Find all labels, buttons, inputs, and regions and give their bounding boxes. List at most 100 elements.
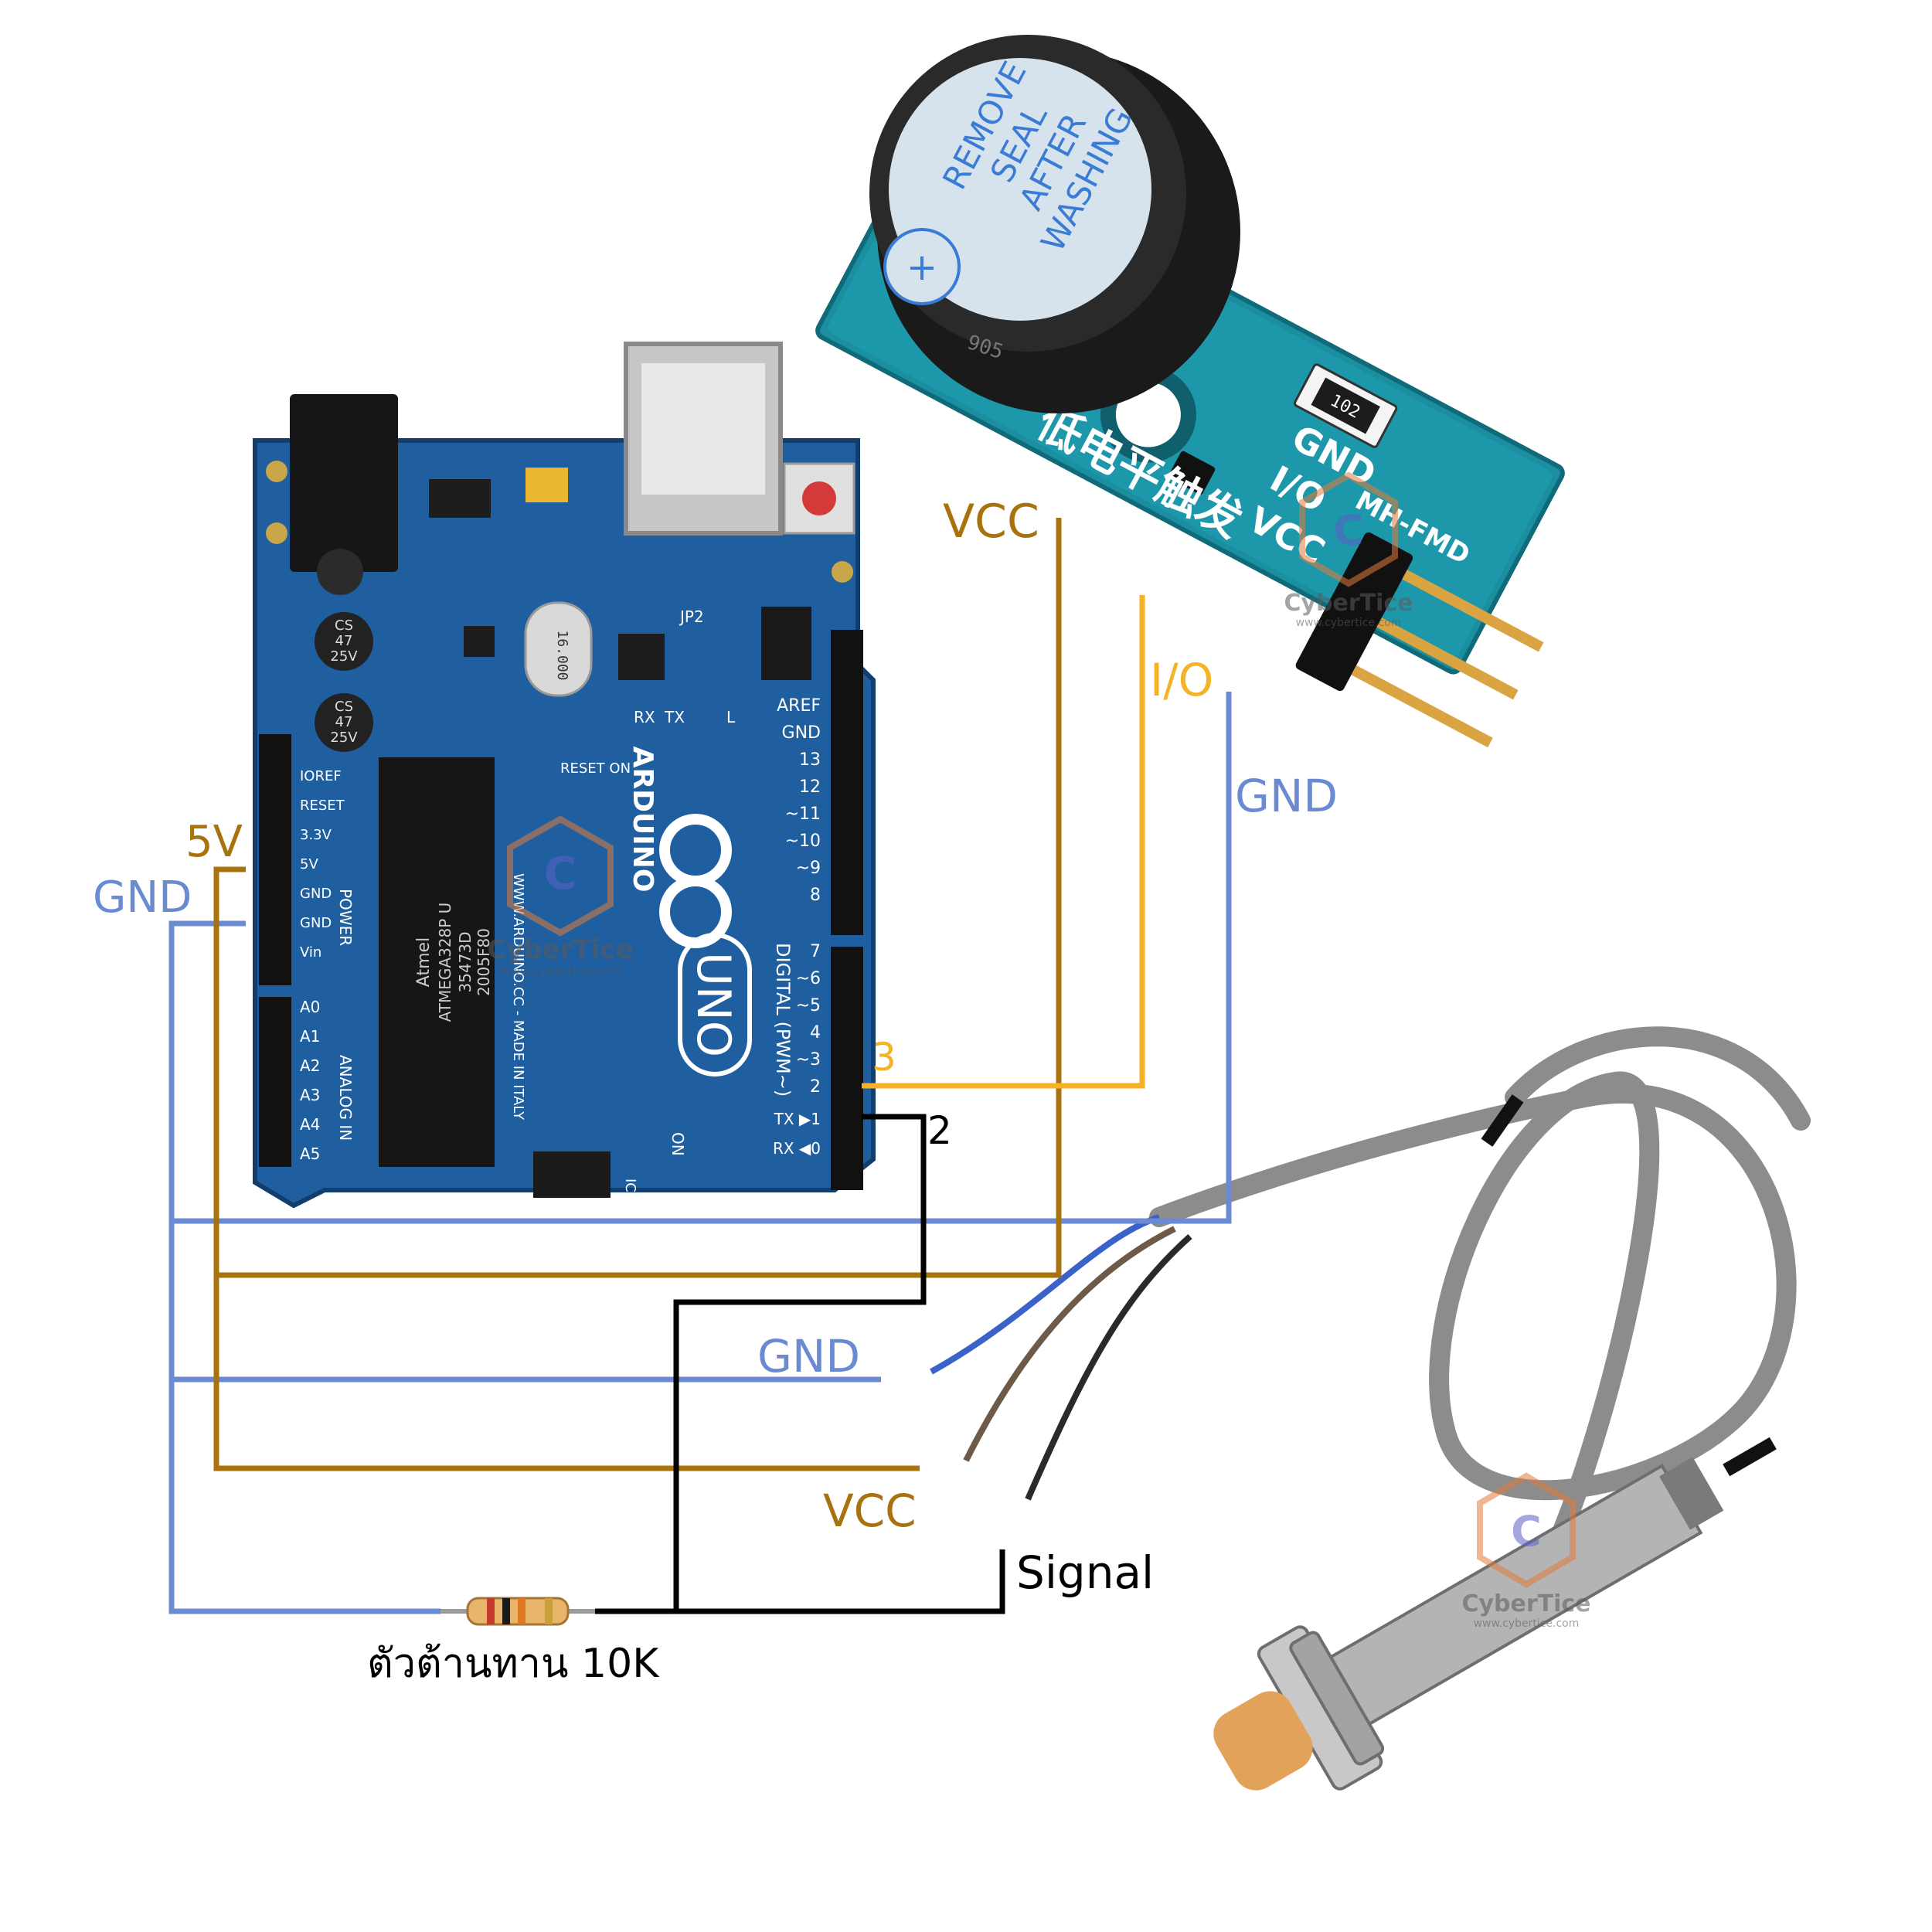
wire-signal-pin2 bbox=[673, 1114, 927, 1611]
voltage-regulator bbox=[429, 479, 491, 518]
svg-text:GND: GND bbox=[782, 723, 821, 743]
buzzer-transistor bbox=[1168, 451, 1216, 495]
buzzer-io-label: I/O bbox=[1150, 654, 1213, 706]
wire-5v-arduino bbox=[213, 866, 920, 1471]
wire-gnd-arduino bbox=[168, 920, 440, 1614]
sensor-barrel bbox=[1213, 1457, 1724, 1791]
sensor-cable bbox=[1149, 1071, 1797, 1579]
dc-jack bbox=[290, 394, 398, 572]
svg-text:~10: ~10 bbox=[785, 832, 821, 851]
power-pin-labels: IOREF RESET 3.3V 5V GND GND Vin bbox=[300, 768, 345, 961]
arduino-logo: ARDUINO bbox=[627, 747, 658, 893]
cable-tie-1 bbox=[1481, 1094, 1524, 1147]
svg-text:~11: ~11 bbox=[785, 804, 821, 824]
svg-text:UNO: UNO bbox=[686, 952, 740, 1057]
pin2-label: 2 bbox=[927, 1108, 952, 1153]
svg-text:~5: ~5 bbox=[796, 996, 821, 1015]
svg-text:A3: A3 bbox=[300, 1086, 320, 1104]
svg-text:+: + bbox=[906, 246, 937, 289]
analog-header bbox=[259, 997, 291, 1167]
jp2-label: JP2 bbox=[679, 607, 704, 626]
sensor-nut-2 bbox=[1289, 1631, 1385, 1766]
sensor-vcc-label: VCC bbox=[823, 1485, 917, 1537]
reset-on-label: RESET ON bbox=[560, 760, 631, 777]
svg-text:GND: GND bbox=[300, 915, 332, 931]
svg-text:CS: CS bbox=[335, 699, 353, 715]
svg-text:CS: CS bbox=[335, 617, 353, 634]
watermark-logo-2: C CyberTice www.cybertice.com bbox=[1284, 471, 1413, 629]
wire-gnd-buzzer bbox=[172, 692, 1232, 1224]
on-led-label: ON bbox=[668, 1132, 687, 1156]
sensor-face bbox=[1213, 1691, 1313, 1791]
arduino-brand: ARDUINO bbox=[627, 747, 658, 893]
svg-text:RESET: RESET bbox=[300, 798, 345, 814]
svg-text:7: 7 bbox=[810, 942, 821, 961]
arduino-board: CS 47 25V CS 47 25V 16.000 JP2 ICSP RX T… bbox=[253, 342, 876, 1209]
cable-tie-2 bbox=[1723, 1437, 1777, 1477]
svg-text:www.cybertice.com: www.cybertice.com bbox=[1296, 617, 1402, 629]
buzzer-can: + REMOVE SEAL AFTER WASHING 905 bbox=[869, 35, 1240, 413]
svg-text:www.cybertice.com: www.cybertice.com bbox=[1474, 1617, 1580, 1630]
svg-text:4: 4 bbox=[810, 1023, 821, 1043]
power-header bbox=[259, 734, 291, 985]
digital-header-bottom bbox=[831, 947, 863, 1190]
pin3-label: 3 bbox=[872, 1035, 896, 1080]
icsp-label: ICSP bbox=[622, 1179, 638, 1209]
proximity-sensor bbox=[930, 1026, 1811, 1791]
svg-text:25V: 25V bbox=[330, 730, 358, 746]
svg-text:13: 13 bbox=[799, 750, 821, 770]
svg-text:~9: ~9 bbox=[796, 859, 821, 878]
digital-pin-labels-top: AREF GND 13 12 ~11 ~10 ~9 8 bbox=[777, 696, 821, 905]
buzzer-pin-vcc bbox=[1351, 665, 1493, 748]
buzzer-pin-io bbox=[1376, 617, 1519, 700]
rx-label: RX bbox=[634, 708, 655, 726]
svg-text:Vin: Vin bbox=[300, 944, 321, 961]
crystal bbox=[524, 601, 593, 697]
icsp1-header bbox=[761, 607, 811, 680]
svg-text:C: C bbox=[1333, 506, 1364, 555]
svg-text:A2: A2 bbox=[300, 1056, 320, 1075]
digital-header-top bbox=[831, 630, 863, 935]
wire-io-buzzer bbox=[862, 595, 1145, 1089]
uno-logo: UNO bbox=[678, 933, 752, 1077]
svg-text:C: C bbox=[1511, 1507, 1542, 1556]
watermark-logo-3: C CyberTice www.cybertice.com bbox=[1461, 1472, 1591, 1630]
svg-text:CyberTice: CyberTice bbox=[1461, 1590, 1590, 1617]
svg-text:16.000: 16.000 bbox=[554, 630, 570, 680]
arduino-gnd-label: GND bbox=[93, 872, 192, 923]
chip-line2: 35473D bbox=[456, 931, 474, 992]
digital-label: DIGITAL (PWM~) bbox=[772, 943, 794, 1097]
capacitor-2: CS 47 25V bbox=[315, 693, 373, 752]
capacitor-1: CS 47 25V bbox=[315, 612, 373, 671]
chip-line3: 2005F80 bbox=[474, 928, 493, 996]
arduino-5v-label: 5V bbox=[185, 817, 243, 867]
analog-pin-labels: A0 A1 A2 A3 A4 A5 bbox=[300, 998, 320, 1163]
sensor-signal-label: Signal bbox=[1016, 1546, 1154, 1599]
svg-text:2: 2 bbox=[810, 1077, 821, 1097]
usb-chip bbox=[618, 634, 665, 680]
chip-line1: ATMEGA328P U bbox=[436, 903, 454, 1022]
sensor-wire-brown bbox=[963, 1226, 1176, 1462]
svg-text:IOREF: IOREF bbox=[300, 768, 342, 784]
svg-text:47: 47 bbox=[335, 633, 353, 649]
analog-in-label: ANALOG IN bbox=[336, 1055, 355, 1141]
svg-text:C: C bbox=[544, 847, 577, 900]
resistor-label: ตัวต้านทาน 10K bbox=[367, 1641, 660, 1687]
svg-text:25V: 25V bbox=[330, 648, 358, 665]
digital-pin-labels-bottom: 7 ~6 ~5 4 ~3 2 TX ▶1 RX ◀0 bbox=[773, 942, 821, 1158]
sensor-wire-blue bbox=[930, 1214, 1161, 1375]
sensor-wire-black bbox=[1025, 1234, 1192, 1501]
svg-text:www.cybertice.com: www.cybertice.com bbox=[500, 964, 621, 978]
wire-vcc-buzzer bbox=[216, 518, 1062, 1278]
buzzer-vcc-label: VCC bbox=[943, 495, 1039, 549]
svg-text:RX ◀0: RX ◀0 bbox=[773, 1139, 821, 1158]
svg-text:A0: A0 bbox=[300, 998, 320, 1016]
svg-text:~6: ~6 bbox=[796, 969, 821, 988]
made-in-label: WWW.ARDUINO.CC - MADE IN ITALY bbox=[510, 873, 526, 1121]
svg-text:A1: A1 bbox=[300, 1027, 320, 1046]
buzzer-resistor: 102 bbox=[1294, 363, 1398, 448]
watermark-logo-1: C CyberTice www.cybertice.com bbox=[487, 815, 634, 978]
svg-text:TX ▶1: TX ▶1 bbox=[774, 1110, 821, 1128]
